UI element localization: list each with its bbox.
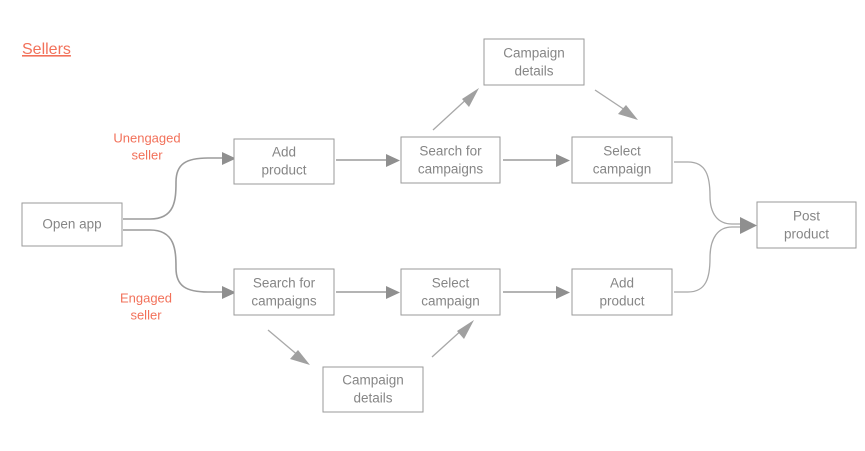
node-search-campaigns-top-box[interactable]: [400, 136, 501, 184]
node-campaign-details-top[interactable]: Campaign details: [483, 38, 585, 86]
node-post-product-box[interactable]: [756, 201, 857, 249]
node-search-campaigns-bottom-label-line1: Search for: [253, 276, 316, 291]
node-campaign-details-bottom-label-line2: details: [353, 391, 392, 406]
node-search-campaigns-top[interactable]: Search for campaigns: [400, 136, 501, 184]
node-open-app-label: Open app: [42, 217, 101, 232]
node-campaign-details-bottom-box[interactable]: [322, 366, 424, 413]
node-add-product-top-label-line2: product: [261, 163, 306, 178]
node-select-campaign-bottom-box[interactable]: [400, 268, 501, 316]
branch-label-unengaged-seller: Unengaged seller: [113, 130, 180, 162]
edge-search-to-campaign-details-bottom: [267, 329, 310, 365]
node-add-product-top[interactable]: Add product: [233, 138, 335, 185]
edge-search-to-select-bottom: [336, 286, 400, 299]
edge-select-campaign-to-post-product: [674, 161, 740, 225]
edge-add-product-to-search-campaigns: [336, 154, 400, 167]
node-campaign-details-bottom[interactable]: Campaign details: [322, 366, 424, 413]
branch-label-unengaged-line1: Unengaged: [113, 130, 180, 145]
branch-label-engaged-line1: Engaged: [120, 290, 172, 305]
edge-add-product-to-post-product: [674, 217, 757, 293]
node-add-product-top-label-line1: Add: [272, 145, 296, 160]
node-add-product-top-box[interactable]: [233, 138, 335, 185]
branch-label-engaged-line2: seller: [130, 307, 162, 322]
node-add-product-bottom[interactable]: Add product: [571, 268, 673, 316]
node-search-campaigns-top-label-line1: Search for: [419, 144, 482, 159]
edge-open-app-to-search-campaigns: [123, 229, 236, 299]
node-select-campaign-top-label-line1: Select: [603, 144, 641, 159]
branch-label-unengaged-line2: seller: [131, 147, 163, 162]
node-open-app[interactable]: Open app: [21, 202, 123, 247]
node-open-app-box[interactable]: [21, 202, 123, 247]
node-add-product-bottom-label-line1: Add: [610, 276, 634, 291]
node-select-campaign-bottom-label-line1: Select: [432, 276, 470, 291]
node-select-campaign-top[interactable]: Select campaign: [571, 136, 673, 184]
node-select-campaign-top-label-line2: campaign: [593, 162, 652, 177]
node-campaign-details-top-label-line1: Campaign: [503, 46, 565, 61]
node-search-campaigns-bottom-box[interactable]: [233, 268, 335, 316]
page-title: Sellers: [22, 41, 71, 58]
edge-campaign-details-to-select-bottom: [431, 320, 474, 358]
node-search-campaigns-top-label-line2: campaigns: [418, 162, 484, 177]
edge-campaign-details-to-select-top: [594, 89, 638, 120]
node-select-campaign-top-box[interactable]: [571, 136, 673, 184]
node-post-product[interactable]: Post product: [756, 201, 857, 249]
edge-search-to-campaign-details-top: [432, 88, 479, 131]
node-add-product-bottom-box[interactable]: [571, 268, 673, 316]
node-campaign-details-bottom-label-line1: Campaign: [342, 373, 404, 388]
node-select-campaign-bottom-label-line2: campaign: [421, 294, 480, 309]
node-campaign-details-top-label-line2: details: [514, 64, 553, 79]
node-select-campaign-bottom[interactable]: Select campaign: [400, 268, 501, 316]
node-campaign-details-top-box[interactable]: [483, 38, 585, 86]
node-post-product-label-line1: Post: [793, 209, 820, 224]
node-add-product-bottom-label-line2: product: [599, 294, 644, 309]
edge-select-to-add-product-bottom: [503, 286, 570, 299]
edge-search-to-select-top: [503, 154, 570, 167]
edge-open-app-to-add-product: [123, 152, 236, 220]
node-search-campaigns-bottom-label-line2: campaigns: [251, 294, 317, 309]
node-search-campaigns-bottom[interactable]: Search for campaigns: [233, 268, 335, 316]
branch-label-engaged-seller: Engaged seller: [120, 290, 172, 322]
node-post-product-label-line2: product: [784, 227, 829, 242]
